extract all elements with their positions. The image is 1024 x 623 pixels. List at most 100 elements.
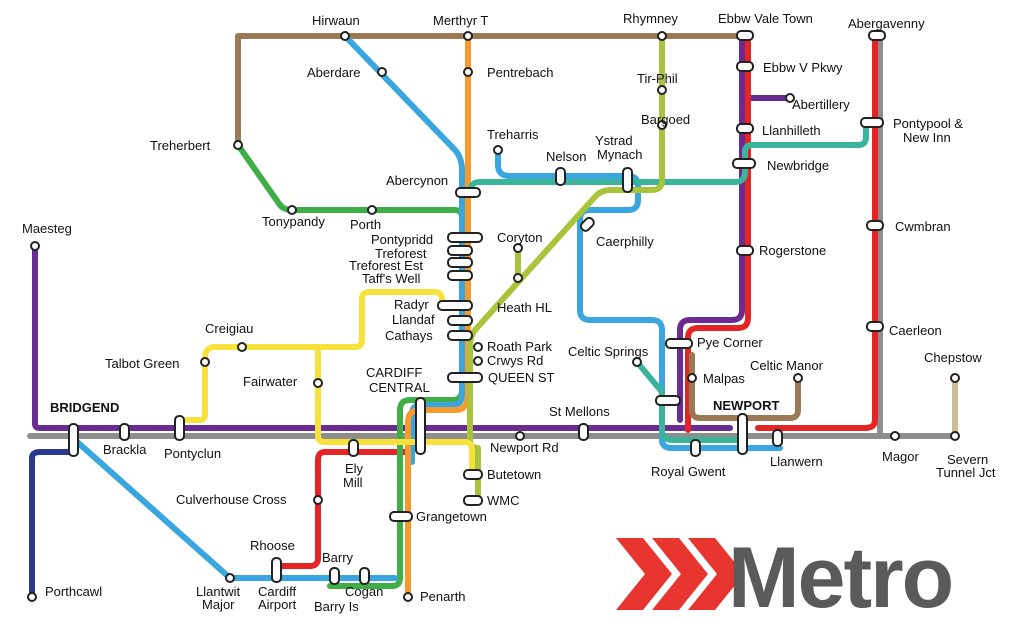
label-porthcawl: Porthcawl [45, 584, 102, 599]
station-abertillery[interactable] [785, 93, 795, 103]
station-pontypridd[interactable] [447, 232, 483, 243]
label-llandaf: Llandaf [392, 312, 435, 327]
station-caerphilly[interactable] [579, 216, 595, 232]
station-llanwern[interactable] [772, 429, 783, 447]
station-cardiff-central[interactable] [415, 397, 426, 455]
triple-chevron-icon [616, 538, 744, 610]
station-malpas[interactable] [687, 373, 697, 383]
station-merthyr[interactable] [463, 31, 473, 41]
station-pye-corner[interactable] [665, 338, 693, 349]
station-culverhouse-cross[interactable] [313, 495, 323, 505]
label-brackla: Brackla [103, 442, 147, 457]
station-severn-tunnel-jct[interactable] [950, 431, 960, 441]
station-treforest-est[interactable] [447, 257, 473, 268]
station-nelson[interactable] [555, 167, 566, 186]
label-newport: NEWPORT [713, 398, 780, 413]
station-pentrebach[interactable] [463, 67, 473, 77]
station-barry[interactable] [329, 567, 340, 585]
station-celtic-manor[interactable] [793, 373, 803, 383]
station-creigiau[interactable] [237, 342, 247, 352]
station-celtic-springs[interactable] [632, 357, 642, 367]
station-newport-rd[interactable] [515, 431, 525, 441]
station-abergavenny[interactable] [868, 30, 886, 41]
station-brackla[interactable] [119, 423, 130, 441]
station-bridgend[interactable] [68, 423, 79, 457]
station-ebbw-v-pkwy[interactable] [736, 61, 754, 72]
station-treherbert[interactable] [233, 140, 243, 150]
station-tonypandy[interactable] [287, 205, 297, 215]
label-abertillery: Abertillery [792, 97, 850, 112]
station-bargoed[interactable] [657, 120, 667, 130]
metro-logo: Metro [616, 530, 954, 623]
label-pontyclun: Pontyclun [164, 446, 221, 461]
station-taffs-well[interactable] [447, 270, 473, 281]
label-bridgend: BRIDGEND [50, 400, 119, 415]
station-pye-corner-lower[interactable] [655, 395, 681, 406]
label-cardiff-central-1: CARDIFF [366, 365, 422, 380]
stations [27, 30, 960, 602]
station-magor[interactable] [890, 431, 900, 441]
line-purple-maesteg [32, 243, 733, 431]
station-st-mellons[interactable] [578, 423, 589, 441]
label-llantwit-2: Major [202, 597, 235, 612]
station-treforest[interactable] [447, 245, 473, 256]
label-cardiff-airport-1: Cardiff [258, 584, 296, 599]
station-butetown[interactable] [463, 469, 483, 480]
station-cwmbran[interactable] [866, 220, 884, 231]
station-cogan[interactable] [359, 567, 370, 585]
station-abercynon[interactable] [455, 187, 481, 198]
station-cathays[interactable] [447, 330, 473, 341]
station-queen-st[interactable] [447, 372, 483, 383]
station-talbot-green[interactable] [200, 357, 210, 367]
label-aberdare: Aberdare [307, 65, 360, 80]
station-roath-park[interactable] [473, 342, 483, 352]
station-tir-phil[interactable] [657, 85, 667, 95]
label-nelson: Nelson [546, 149, 586, 164]
station-royal-gwent[interactable] [690, 439, 701, 457]
station-wmc[interactable] [463, 495, 483, 506]
station-maesteg[interactable] [30, 241, 40, 251]
station-ystrad-mynach[interactable] [622, 167, 633, 193]
station-fairwater[interactable] [313, 378, 323, 388]
station-newbridge[interactable] [732, 158, 756, 169]
station-porth[interactable] [367, 205, 377, 215]
station-newport[interactable] [737, 413, 748, 455]
station-caerleon[interactable] [866, 321, 884, 332]
label-taffs-well: Taff's Well [362, 271, 420, 286]
label-celtic-springs: Celtic Springs [568, 344, 649, 359]
station-pontypool[interactable] [860, 117, 884, 128]
label-caerphilly: Caerphilly [596, 234, 654, 249]
label-cwmbran: Cwmbran [895, 219, 951, 234]
station-llanhilleth[interactable] [736, 123, 754, 134]
label-caerleon: Caerleon [889, 323, 942, 338]
station-grangetown[interactable] [389, 511, 413, 522]
line-yellow-creigiau [177, 289, 445, 423]
station-coryton[interactable] [513, 243, 523, 253]
station-hirwaun[interactable] [340, 31, 350, 41]
station-llantwit-major[interactable] [225, 573, 235, 583]
station-heath-hl[interactable] [513, 273, 523, 283]
label-ystrad-1: Ystrad [595, 133, 633, 148]
label-barry-is: Barry Is [314, 599, 359, 614]
station-llandaf[interactable] [447, 315, 473, 326]
station-chepstow[interactable] [950, 373, 960, 383]
station-treharris[interactable] [493, 145, 503, 155]
route-lines [27, 33, 958, 600]
station-crwys-rd[interactable] [473, 356, 483, 366]
station-porthcawl[interactable] [27, 592, 37, 602]
station-penarth[interactable] [403, 592, 413, 602]
station-rhoose[interactable] [271, 557, 282, 583]
label-royal-gwent: Royal Gwent [651, 464, 726, 479]
label-butetown: Butetown [487, 467, 541, 482]
label-severn-2: Tunnel Jct [936, 465, 996, 480]
station-rhymney[interactable] [657, 31, 667, 41]
station-ely-mill[interactable] [348, 439, 359, 457]
station-radyr[interactable] [437, 300, 473, 311]
label-cathays: Cathays [385, 328, 433, 343]
station-ebbw-vale-town[interactable] [736, 30, 754, 41]
station-rogerstone[interactable] [736, 245, 754, 256]
line-brown-treherbert [235, 33, 748, 148]
station-pontyclun[interactable] [174, 415, 185, 441]
station-aberdare[interactable] [377, 67, 387, 77]
